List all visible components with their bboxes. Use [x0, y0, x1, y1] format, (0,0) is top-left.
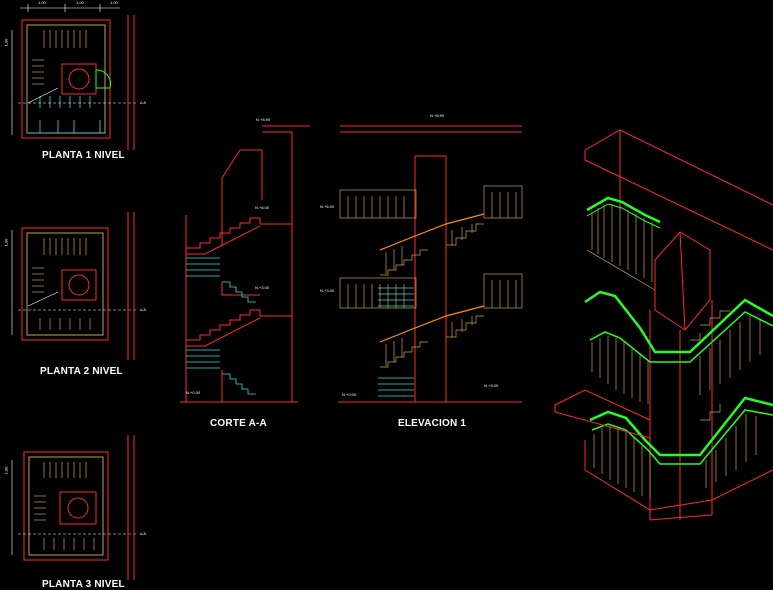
corte-level-1: N.+3.00 — [255, 285, 270, 290]
corte-level-base: N.+0.00 — [186, 390, 201, 395]
section-mark-3: A A — [140, 531, 147, 536]
section-title: CORTE A-A — [210, 418, 267, 429]
dim-side-2: 1,00 — [3, 238, 9, 247]
plan-level-2 — [11, 212, 138, 360]
isometric-view — [554, 129, 773, 521]
plan-2-title: PLANTA 2 NIVEL — [40, 366, 123, 377]
dim-side-1: 1,00 — [3, 38, 9, 47]
dim-side-3: 1,00 — [3, 466, 9, 475]
plan-level-1 — [11, 4, 138, 150]
section-mark-2: A A — [140, 307, 147, 312]
plan-level-3 — [11, 435, 138, 580]
section-a-a — [180, 125, 310, 403]
elevation-title: ELEVACION 1 — [398, 418, 467, 429]
corte-level-2: N.+6.00 — [255, 205, 270, 210]
elev-level-right: N.+3.00 — [484, 383, 499, 388]
dim-top-1: 1,00 — [38, 0, 46, 5]
corte-level-top: N.+8.90 — [256, 117, 271, 122]
plan-1-title: PLANTA 1 NIVEL — [42, 150, 125, 161]
section-mark-1: A A — [140, 100, 147, 105]
elev-level-base: N.+0.00 — [342, 392, 357, 397]
elev-level-2: N.+6.00 — [320, 204, 335, 209]
elev-level-top: N.+8.90 — [430, 113, 445, 118]
elevation-1 — [338, 125, 523, 403]
dim-top-2: 1,00 — [76, 0, 84, 5]
plan-3-title: PLANTA 3 NIVEL — [42, 579, 125, 590]
elev-level-1: N.+3.00 — [320, 288, 335, 293]
dim-top-3: 1,00 — [110, 0, 118, 5]
